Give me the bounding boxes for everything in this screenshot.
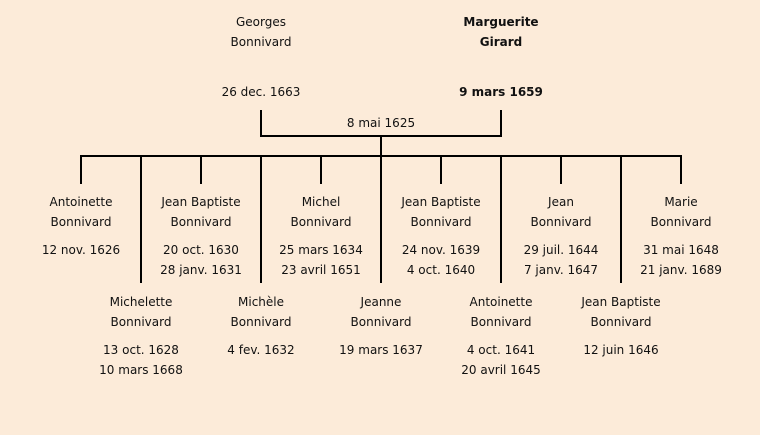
birth-date: 19 mars 1637 <box>339 343 423 357</box>
first-name: Jean Baptiste <box>161 195 241 209</box>
death-date: 7 janv. 1647 <box>523 263 599 277</box>
parent-father: Georges Bonnivard 26 dec. 1663 <box>222 12 301 102</box>
death-date: 23 avril 1651 <box>281 263 361 277</box>
child-node: Jean Baptiste Bonnivard 20 oct. 1630 28 … <box>160 192 242 280</box>
last-name: Bonnivard <box>350 315 412 329</box>
last-name: Bonnivard <box>410 215 472 229</box>
death-date: 9 mars 1659 <box>459 85 543 99</box>
death-date: 4 oct. 1640 <box>406 263 476 277</box>
first-name: Jean Baptiste <box>401 195 481 209</box>
death-date: 20 avril 1645 <box>461 363 541 377</box>
birth-date: 20 oct. 1630 <box>163 243 239 257</box>
child-node: Antoinette Bonnivard 4 oct. 1641 20 avri… <box>461 292 541 380</box>
parent-mother: Marguerite Girard 9 mars 1659 <box>459 12 543 102</box>
birth-date: 4 fev. 1632 <box>227 343 295 357</box>
last-name: Bonnivard <box>470 315 532 329</box>
birth-date: 12 juin 1646 <box>583 343 659 357</box>
last-name: Bonnivard <box>230 315 292 329</box>
birth-date: 13 oct. 1628 <box>103 343 179 357</box>
birth-date: 4 oct. 1641 <box>466 343 536 357</box>
death-date: 28 janv. 1631 <box>160 263 242 277</box>
first-name: Michel <box>301 195 341 209</box>
last-name: Girard <box>479 35 523 49</box>
child-node: Jeanne Bonnivard 19 mars 1637 <box>339 292 423 360</box>
child-node: Jean Bonnivard 29 juil. 1644 7 janv. 164… <box>524 192 599 280</box>
death-date: 10 mars 1668 <box>99 363 183 377</box>
first-name: Jean Baptiste <box>581 295 661 309</box>
first-name: Jean <box>548 195 574 209</box>
birth-date: 29 juil. 1644 <box>523 243 599 257</box>
first-name: Antoinette <box>469 295 533 309</box>
first-name: Marie <box>664 195 698 209</box>
last-name: Bonnivard <box>230 35 292 49</box>
child-node: Marie Bonnivard 31 mai 1648 21 janv. 168… <box>640 192 722 280</box>
birth-date: 25 mars 1634 <box>279 243 363 257</box>
last-name: Bonnivard <box>110 315 172 329</box>
first-name: Antoinette <box>49 195 113 209</box>
child-node: Antoinette Bonnivard 12 nov. 1626 <box>42 192 120 260</box>
first-name: Georges <box>235 15 286 29</box>
birth-date: 24 nov. 1639 <box>401 243 481 257</box>
birth-date: 12 nov. 1626 <box>41 243 121 257</box>
death-date: 21 janv. 1689 <box>640 263 722 277</box>
first-name: Marguerite <box>463 15 539 29</box>
last-name: Bonnivard <box>170 215 232 229</box>
child-node: Michel Bonnivard 25 mars 1634 23 avril 1… <box>279 192 363 280</box>
marriage-date: 8 mai 1625 <box>346 116 416 130</box>
last-name: Bonnivard <box>590 315 652 329</box>
death-date: 26 dec. 1663 <box>221 85 301 99</box>
first-name: Michèle <box>238 295 284 309</box>
last-name: Bonnivard <box>650 215 712 229</box>
last-name: Bonnivard <box>530 215 592 229</box>
first-name: Jeanne <box>360 295 402 309</box>
last-name: Bonnivard <box>290 215 352 229</box>
last-name: Bonnivard <box>50 215 112 229</box>
child-node: Michèle Bonnivard 4 fev. 1632 <box>227 292 294 360</box>
child-node: Jean Baptiste Bonnivard 24 nov. 1639 4 o… <box>401 192 480 280</box>
first-name: Michelette <box>109 295 173 309</box>
child-node: Michelette Bonnivard 13 oct. 1628 10 mar… <box>99 292 183 380</box>
birth-date: 31 mai 1648 <box>643 243 719 257</box>
child-node: Jean Baptiste Bonnivard 12 juin 1646 <box>581 292 660 360</box>
